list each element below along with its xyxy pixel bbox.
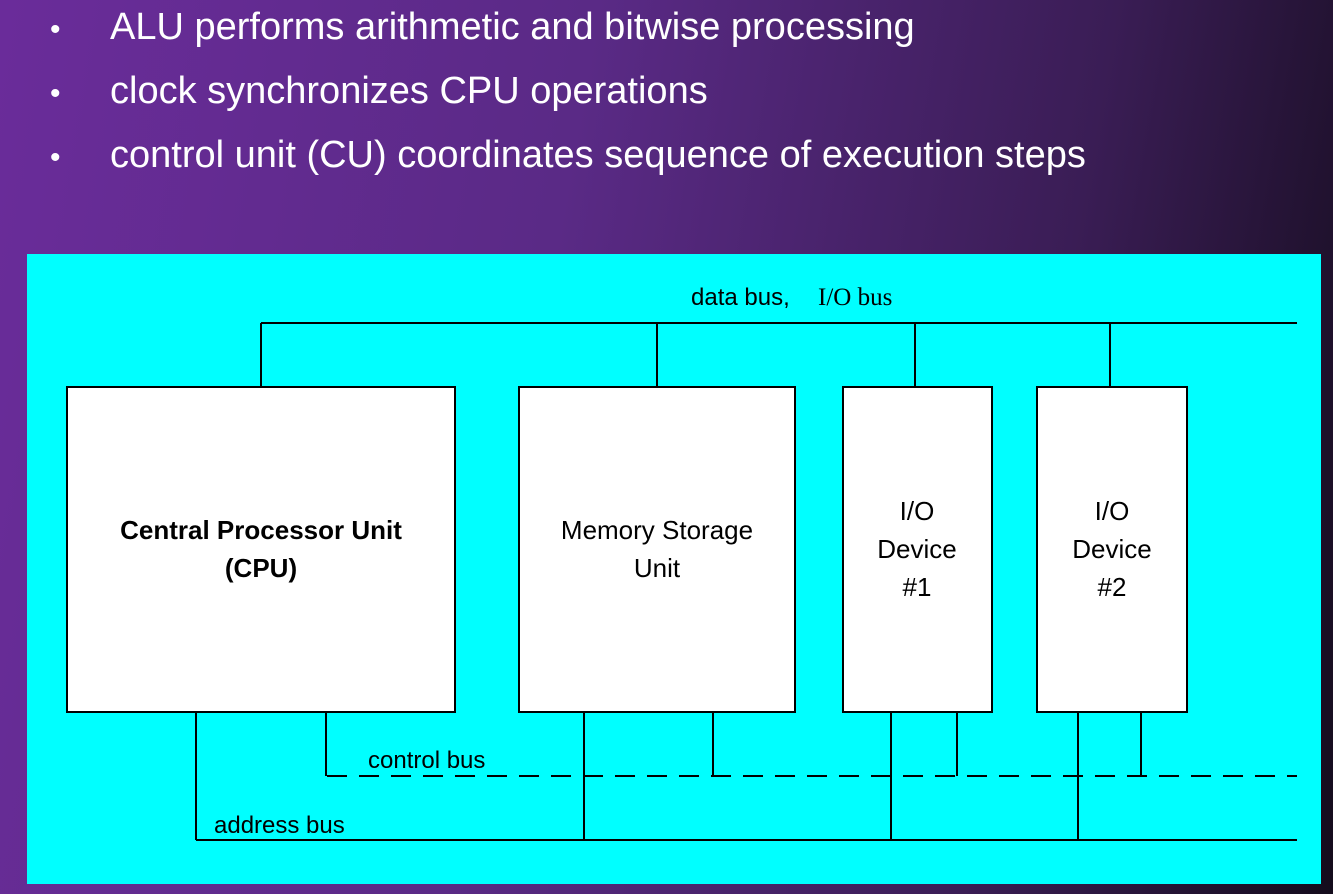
bullet-dot-icon: • <box>50 13 61 46</box>
memory-label-line1: Memory Storage <box>561 515 753 545</box>
bullet-text: ALU performs arithmetic and bitwise proc… <box>110 6 915 48</box>
bullet-dot-icon: • <box>50 77 61 110</box>
io2-label-line1: I/O <box>1095 496 1130 526</box>
address-bus-label: address bus <box>214 812 345 839</box>
bullet-item: • clock synchronizes CPU operations <box>50 70 708 113</box>
bullet-item: • control unit (CU) coordinates sequence … <box>50 134 1086 177</box>
bullet-dot-icon: • <box>50 141 61 174</box>
io1-label-line2: Device <box>877 534 956 564</box>
architecture-diagram-panel: data bus, I/O bus control bus address bu… <box>27 254 1321 884</box>
data-bus-label: data bus, <box>691 284 790 311</box>
cpu-label-line2: (CPU) <box>225 553 297 583</box>
bullet-text: control unit (CU) coordinates sequence o… <box>110 134 1086 176</box>
io1-label-line1: I/O <box>900 496 935 526</box>
bullet-text: clock synchronizes CPU operations <box>110 70 708 112</box>
cpu-label-line1: Central Processor Unit <box>120 515 402 545</box>
bullet-item: • ALU performs arithmetic and bitwise pro… <box>50 6 915 49</box>
architecture-diagram: data bus, I/O bus control bus address bu… <box>66 284 1297 841</box>
io1-label-line3: #1 <box>903 572 932 602</box>
io-device-2-box <box>1036 386 1188 713</box>
io2-label-line3: #2 <box>1098 572 1127 602</box>
memory-box <box>518 386 796 713</box>
memory-label-line2: Unit <box>634 553 681 583</box>
io-bus-label: I/O bus <box>818 284 892 311</box>
io-device-1-box <box>842 386 993 713</box>
control-bus-label: control bus <box>368 747 485 774</box>
io2-label-line2: Device <box>1072 534 1151 564</box>
cpu-box <box>66 386 456 713</box>
